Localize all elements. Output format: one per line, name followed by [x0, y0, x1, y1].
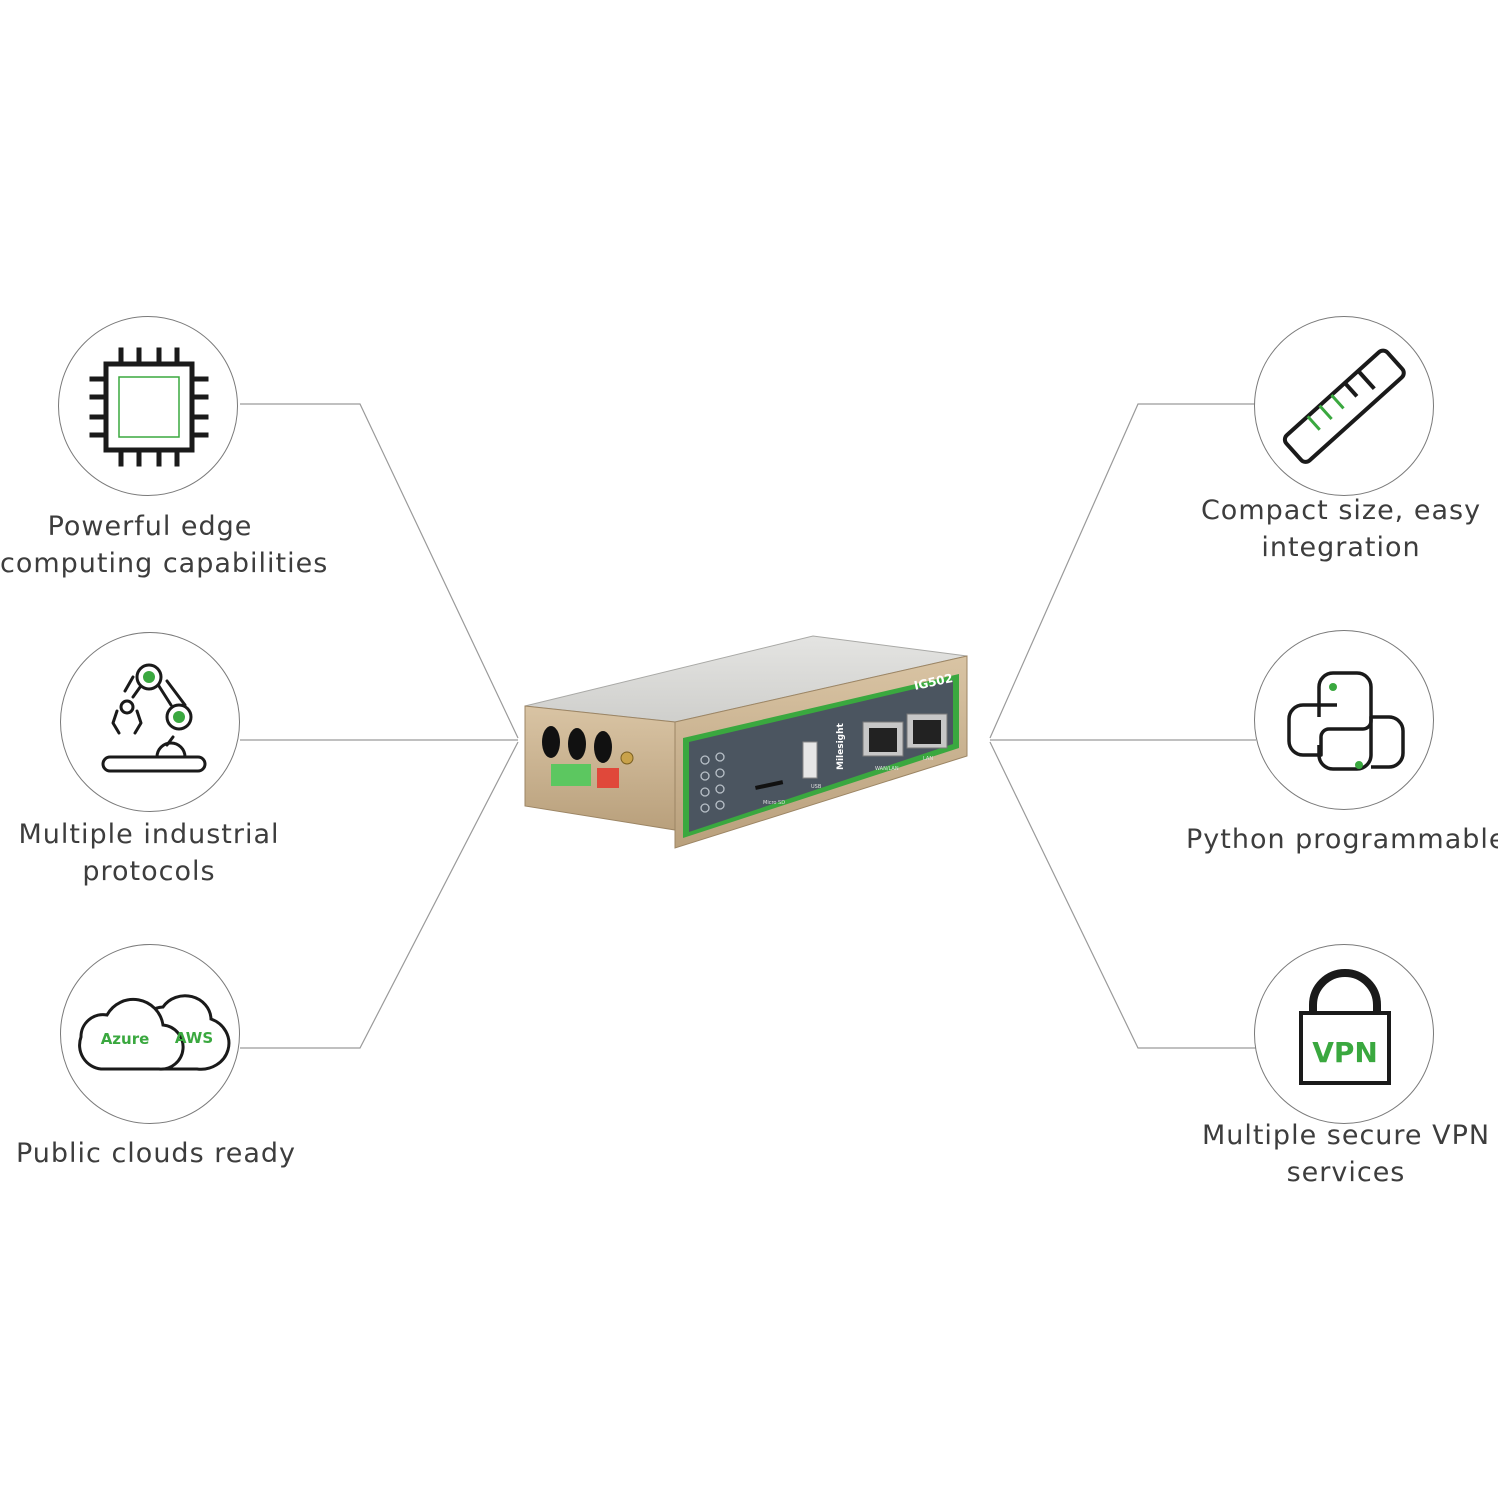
- vpn-circle: VPN: [1254, 944, 1434, 1124]
- edge-computing-line1: Powerful edge: [47, 511, 253, 542]
- usb-label: USB: [811, 784, 822, 790]
- industrial-protocols-line2: protocols: [82, 856, 216, 887]
- connector-compact: [989, 403, 1256, 739]
- cloud-azure-text: Azure: [101, 1030, 150, 1048]
- cloud-aws-text: AWS: [175, 1029, 213, 1047]
- wan-label: WAN/LAN: [875, 766, 899, 772]
- edge-computing-label: Powerful edge computing capabilities: [0, 508, 329, 582]
- ethernet-ports: [862, 713, 948, 757]
- device-leds: [700, 752, 725, 813]
- padlock-icon: VPN: [1299, 969, 1391, 1085]
- lan-label: LAN: [923, 756, 933, 762]
- vpn-line2: services: [1286, 1157, 1406, 1188]
- compact-size-label: Compact size, easy integration: [1186, 492, 1496, 566]
- device-panel: [689, 680, 953, 832]
- usb-port: [802, 741, 818, 779]
- compact-size-line2: integration: [1261, 532, 1421, 563]
- brand-logo: Milesight: [836, 722, 846, 770]
- industrial-protocols-label: Multiple industrial protocols: [0, 816, 298, 890]
- python-label: Python programmable: [1186, 821, 1498, 858]
- terminal-block: [551, 764, 591, 786]
- gateway-device: IG502 Micro SD USB Milesight WAN/LAN LAN: [524, 635, 968, 849]
- compact-size-circle: [1254, 316, 1434, 496]
- cloud-icon: Azure AWS: [78, 994, 231, 1071]
- edge-computing-line2: computing capabilities: [0, 548, 329, 579]
- python-circle: [1254, 630, 1434, 810]
- connector-clouds: [240, 741, 519, 1049]
- public-clouds-circle: Azure AWS: [60, 944, 240, 1124]
- microsd-label: Micro SD: [763, 800, 785, 806]
- industrial-protocols-circle: [60, 632, 240, 812]
- connector-vpn: [989, 741, 1256, 1049]
- python-line1: Python programmable: [1186, 824, 1498, 855]
- ruler-icon: [1282, 348, 1406, 464]
- public-clouds-line1: Public clouds ready: [15, 1138, 297, 1169]
- vpn-label: Multiple secure VPN services: [1190, 1117, 1498, 1191]
- python-icon: [1287, 671, 1405, 771]
- edge-computing-circle: [58, 316, 238, 496]
- industrial-protocols-line1: Multiple industrial: [18, 819, 280, 850]
- vpn-line1: Multiple secure VPN: [1201, 1120, 1491, 1151]
- vpn-lock-text: VPN: [1312, 1036, 1378, 1069]
- public-clouds-label: Public clouds ready: [0, 1135, 312, 1172]
- dip-switch: [597, 768, 619, 788]
- microsd-slot: [754, 780, 784, 790]
- robot-arm-icon: [101, 663, 207, 773]
- compact-size-line1: Compact size, easy: [1200, 495, 1482, 526]
- cpu-chip-icon: [89, 347, 209, 467]
- antenna-connectors: [542, 726, 634, 765]
- connector-edge: [240, 403, 519, 739]
